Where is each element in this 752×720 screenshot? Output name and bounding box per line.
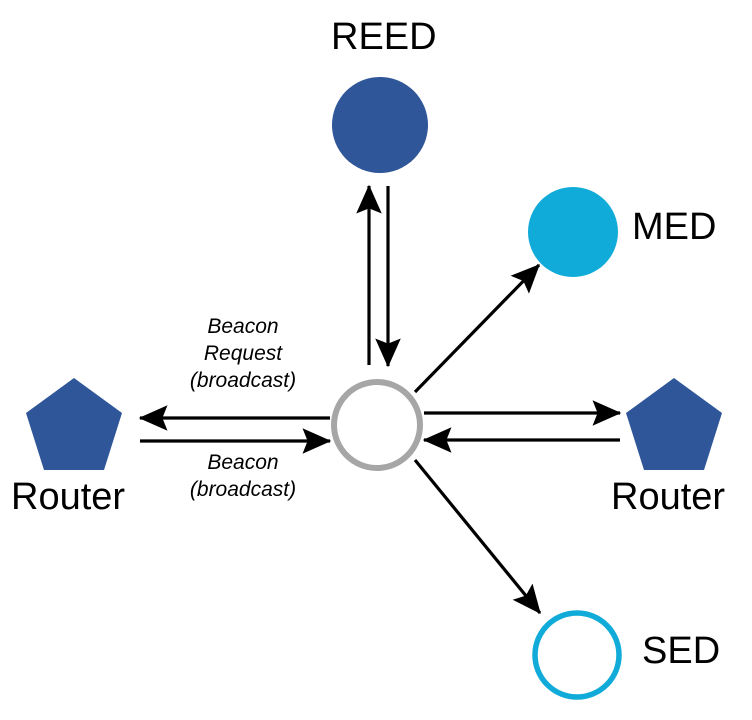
node-label-med: MED bbox=[632, 206, 717, 248]
node-center[interactable] bbox=[331, 379, 423, 471]
node-router-left[interactable] bbox=[26, 378, 122, 470]
edge-label-beacon: Beacon (broadcast) bbox=[189, 451, 297, 501]
node-med[interactable] bbox=[528, 187, 618, 277]
node-sed[interactable] bbox=[532, 610, 622, 700]
node-label-router-right: Router bbox=[611, 476, 726, 518]
edge-center-to-med bbox=[413, 263, 541, 394]
edge-center-to-sed bbox=[413, 458, 542, 615]
node-label-reed: REED bbox=[331, 16, 437, 58]
node-reed[interactable] bbox=[332, 77, 428, 173]
node-label-router-left: Router bbox=[11, 476, 126, 518]
node-label-sed: SED bbox=[642, 630, 721, 672]
edge-label-beacon-request: Beacon Request (broadcast) bbox=[189, 315, 297, 392]
node-router-right[interactable] bbox=[626, 378, 722, 470]
